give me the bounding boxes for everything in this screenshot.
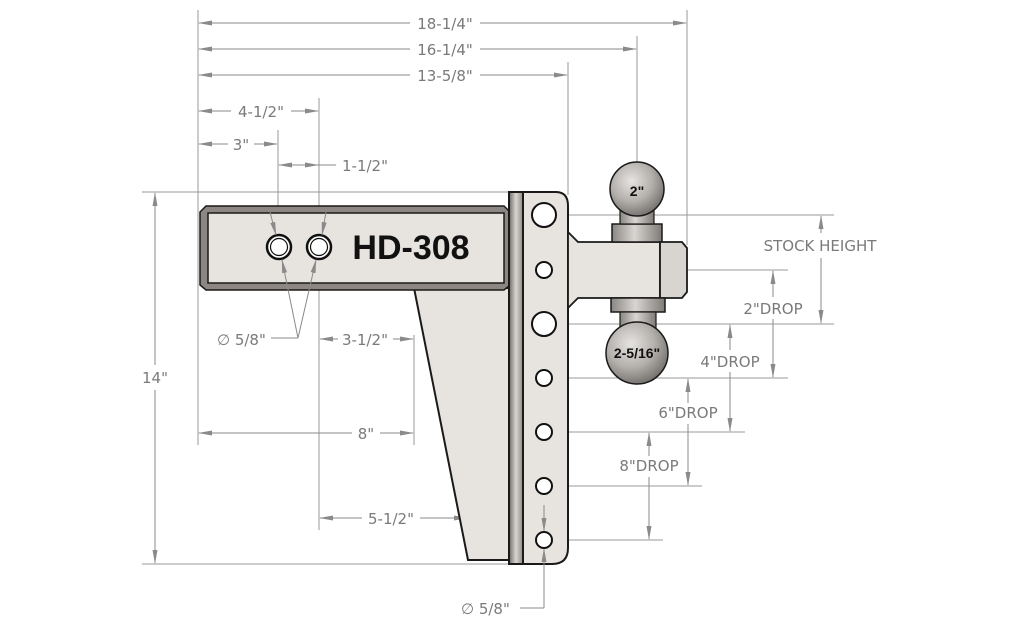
riser-hole-leader: ∅ 5/8" [461,505,547,618]
shank: HD-308 [199,205,511,291]
label-16-1-4: 16-1/4" [417,41,473,59]
ball-bottom-size: 2-5/16" [614,345,660,361]
dimension-shank-length: 8" [198,425,414,443]
label-4-drop: 4"DROP [700,353,759,371]
dimension-8-drop: 8"DROP [619,432,679,540]
dimension-ball-center: 16-1/4" [198,41,637,59]
dimension-overall-height: 14" [142,192,168,564]
dimension-gusset-bottom: 5-1/2" [319,510,468,528]
label-6-drop: 6"DROP [658,404,717,422]
label-2-drop: 2"DROP [743,300,802,318]
dimension-hole-spacing: 1-1/2" [278,157,388,175]
label-4-1-2: 4-1/2" [238,103,284,121]
dimension-hole1: 3" [198,136,278,154]
dimension-stock-height: STOCK HEIGHT [764,215,878,324]
dimension-riser-face: 13-5/8" [198,67,568,85]
label-riser-hole-diameter: ∅ 5/8" [461,600,510,618]
dimension-6-drop: 6"DROP [658,378,718,486]
label-18-1-4: 18-1/4" [417,15,473,33]
gusset [412,287,510,561]
label-shank-hole-diameter: ∅ 5/8" [217,331,266,349]
label-3: 3" [233,136,249,154]
label-stock-height: STOCK HEIGHT [764,237,878,255]
label-8: 8" [358,425,374,443]
dimension-overall-length: 18-1/4" [198,15,687,33]
label-5-1-2: 5-1/2" [368,510,414,528]
dimension-2-drop: 2"DROP [743,270,803,378]
dimension-hole2: 4-1/2" [198,103,319,121]
label-8-drop: 8"DROP [619,457,678,475]
riser [508,191,569,565]
shank-hole-leaders: ∅ 5/8" [217,211,327,349]
dimension-gusset-top: 3-1/2" [319,331,414,349]
ball-mount: 2" 2-5/16" [567,161,688,385]
label-1-1-2: 1-1/2" [342,157,388,175]
dimension-4-drop: 4"DROP [700,324,760,432]
label-3-1-2: 3-1/2" [342,331,388,349]
ball-top-size: 2" [630,183,644,199]
label-14: 14" [142,369,168,387]
label-13-5-8: 13-5/8" [417,67,473,85]
model-label: HD-308 [352,229,469,267]
